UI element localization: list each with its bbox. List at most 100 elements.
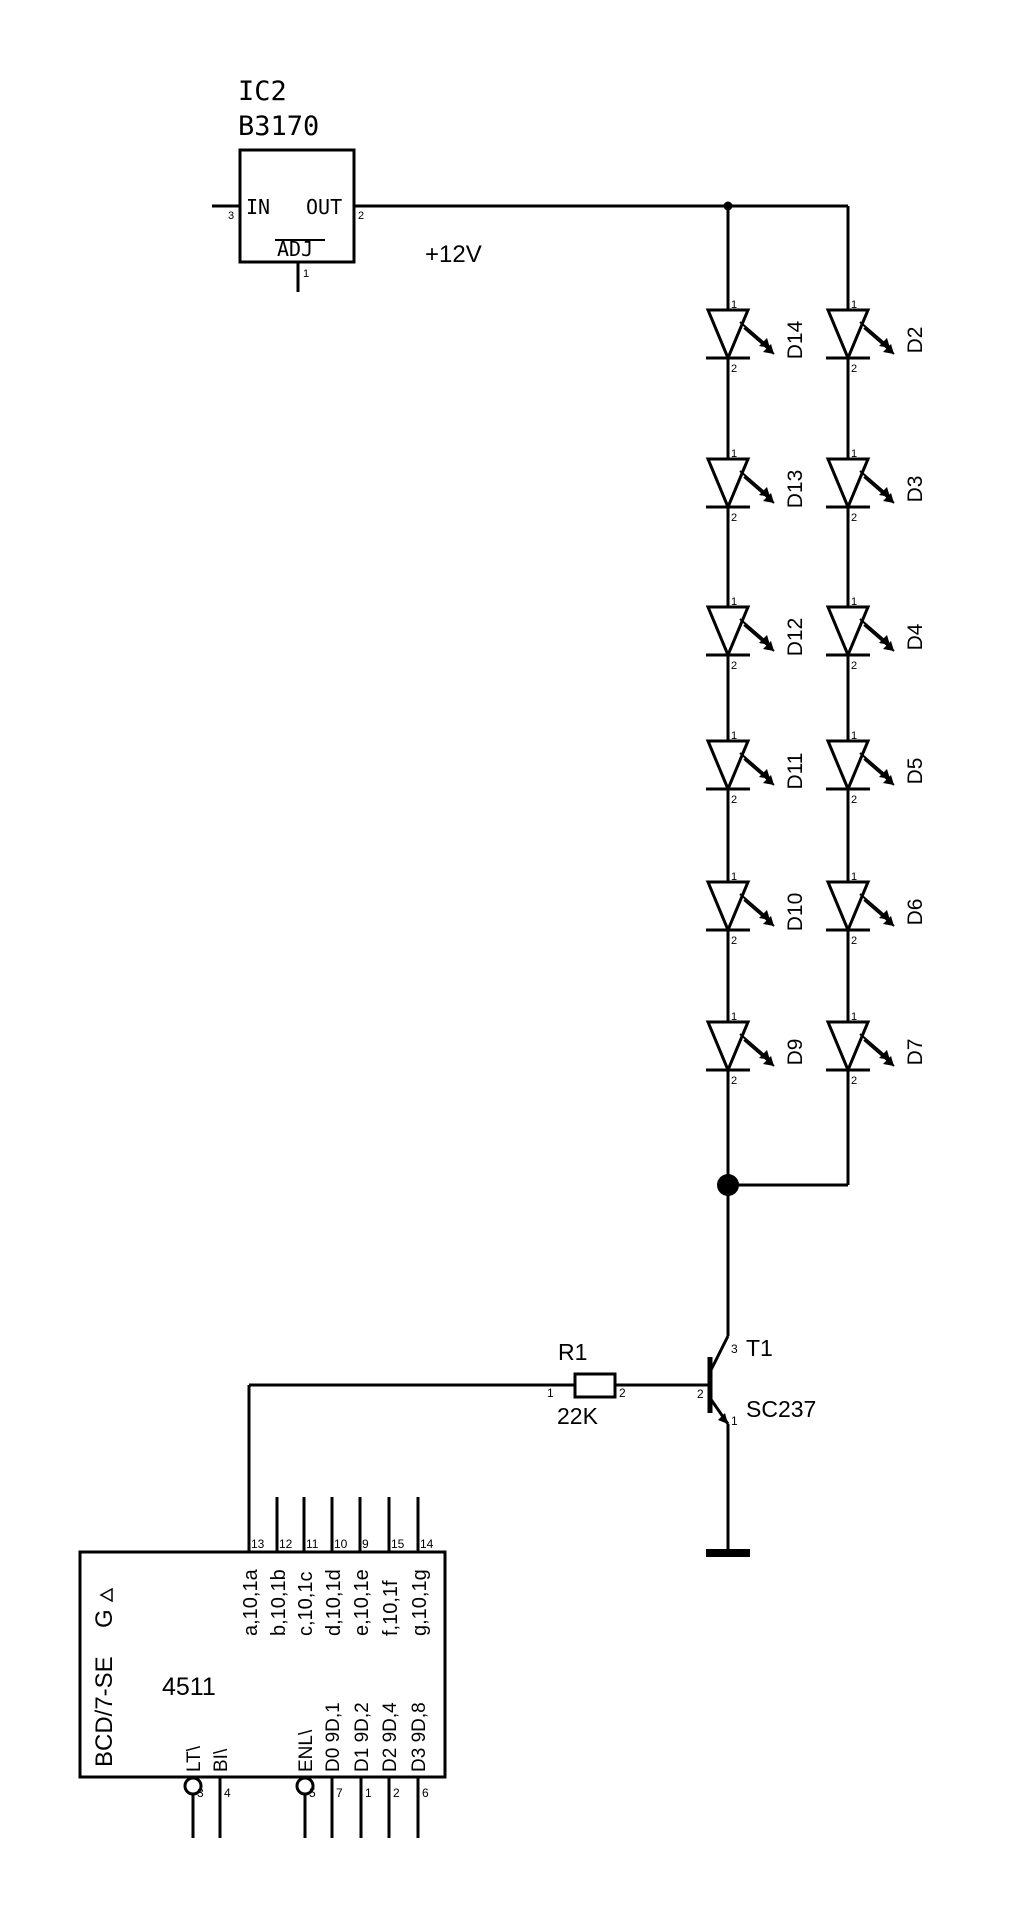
- led-cathode-pin: 2: [731, 363, 737, 375]
- led-label: D7: [904, 1039, 927, 1066]
- input-pin-number: 3: [197, 1786, 204, 1800]
- led-triangle: [705, 1020, 751, 1074]
- led-anode-pin: 1: [851, 448, 857, 460]
- led-label: D10: [784, 893, 807, 932]
- transistor-collector: [708, 1335, 730, 1373]
- transistor-t1: 3 2 1 T1 SC237: [697, 1335, 816, 1512]
- led-label: D9: [784, 1039, 807, 1066]
- resistor-r1: R1 22K 1 2: [547, 1339, 710, 1429]
- g-triangle-icon: [99, 1587, 113, 1603]
- output-pin-number: 13: [251, 1537, 265, 1551]
- output-pin-number: 11: [306, 1537, 319, 1551]
- regulator-part: B3170: [238, 111, 319, 142]
- led-anode-pin: 1: [851, 730, 857, 742]
- input-label: D0 9D,1: [323, 1702, 344, 1772]
- resistor-pin-1: 1: [547, 1386, 554, 1400]
- light-arrowhead: [759, 910, 770, 920]
- light-arrowhead: [759, 338, 770, 348]
- decoder-output-e: 9 e,10,1e: [351, 1497, 373, 1636]
- led-triangle: [705, 605, 751, 659]
- decoder-input-pin: 2D2 9D,4: [380, 1702, 401, 1838]
- decoder-input-pin: 1D1 9D,2: [352, 1702, 373, 1838]
- regulator-pin-adj: 1: [303, 268, 309, 280]
- output-pin-number: 9: [362, 1537, 369, 1551]
- output-label: b,10,1b: [268, 1569, 290, 1636]
- led-label: D6: [904, 899, 927, 926]
- input-label: BI\: [211, 1748, 232, 1772]
- led-cathode-pin: 2: [731, 794, 737, 806]
- light-arrowhead: [879, 338, 890, 348]
- output-label: c,10,1c: [295, 1572, 317, 1636]
- transistor-pin-e: 1: [731, 1414, 738, 1428]
- resistor-pin-2: 2: [619, 1386, 626, 1400]
- transistor-name: T1: [746, 1335, 773, 1361]
- led-anode-pin: 1: [731, 871, 737, 883]
- output-label: e,10,1e: [351, 1569, 373, 1636]
- led-label: D12: [784, 618, 807, 657]
- light-arrowhead: [879, 910, 890, 920]
- led-cathode-pin: 2: [851, 794, 857, 806]
- decoder-input-pin: 7 D0 9D,1: [323, 1702, 344, 1838]
- light-arrowhead: [763, 641, 774, 651]
- light-arrowhead: [763, 493, 774, 503]
- light-arrowhead: [759, 769, 770, 779]
- led-cathode-pin: 2: [731, 660, 737, 672]
- light-arrowhead: [883, 775, 894, 785]
- light-arrowhead: [883, 493, 894, 503]
- input-pin-number: 7: [336, 1786, 343, 1800]
- led-cathode-pin: 2: [731, 1075, 737, 1087]
- led-d4: 1 2 D4: [825, 596, 927, 672]
- resistor-value: 22K: [557, 1403, 599, 1429]
- emitter-arrow: [718, 1413, 728, 1424]
- light-arrowhead: [879, 487, 890, 497]
- transistor-pin-c: 3: [731, 1342, 738, 1356]
- decoder-4511: BCD/7-SE G 4511 13a,10,1a12b,10,1b11c,10…: [78, 1497, 447, 1838]
- led-label: D4: [904, 623, 927, 650]
- light-arrowhead: [879, 769, 890, 779]
- led-triangle: [825, 739, 871, 793]
- light-arrowhead: [763, 916, 774, 926]
- led-cathode-pin: 2: [851, 363, 857, 375]
- regulator-in-label: IN: [246, 195, 270, 219]
- input-label: D3 9D,8: [409, 1702, 430, 1772]
- led-anode-pin: 1: [851, 596, 857, 608]
- led-d7: 1 2 D7: [825, 1011, 927, 1087]
- led-cathode-pin: 2: [851, 660, 857, 672]
- input-pin-number: 4: [224, 1786, 231, 1800]
- supply-label: +12V: [425, 241, 482, 268]
- regulator-out-label: OUT: [306, 195, 342, 219]
- led-triangle: [825, 308, 871, 362]
- input-pin-number: 5: [309, 1786, 316, 1800]
- decoder-g-label: G: [91, 1609, 118, 1628]
- input-pin-number: 6: [422, 1786, 429, 1800]
- output-label: a,10,1a: [240, 1568, 262, 1636]
- led-triangle: [825, 457, 871, 511]
- light-arrowhead: [759, 635, 770, 645]
- led-triangle: [825, 880, 871, 934]
- input-pin-number: 1: [365, 1786, 372, 1800]
- input-label: D2 9D,4: [380, 1702, 401, 1772]
- decoder-output-a: 13 a,10,1a: [240, 1537, 265, 1636]
- regulator-pin-in: 3: [228, 210, 234, 222]
- led-d5: 1 2 D5: [825, 730, 927, 806]
- led-cathode-pin: 2: [731, 512, 737, 524]
- led-label: D5: [904, 758, 927, 785]
- led-cathode-pin: 2: [851, 1075, 857, 1087]
- led-triangle: [825, 605, 871, 659]
- output-pin-number: 10: [334, 1537, 348, 1551]
- led-anode-pin: 1: [731, 1011, 737, 1023]
- regulator-ic2: IC2 B3170 3 2 1 IN OUT ADJ: [212, 76, 364, 292]
- led-anode-pin: 1: [731, 730, 737, 742]
- decoder-output-c: 11 c,10,1c: [295, 1497, 319, 1636]
- light-arrowhead: [879, 1050, 890, 1060]
- led-anode-pin: 1: [851, 1011, 857, 1023]
- output-label: f,10,1f: [380, 1580, 402, 1636]
- light-arrowhead: [883, 641, 894, 651]
